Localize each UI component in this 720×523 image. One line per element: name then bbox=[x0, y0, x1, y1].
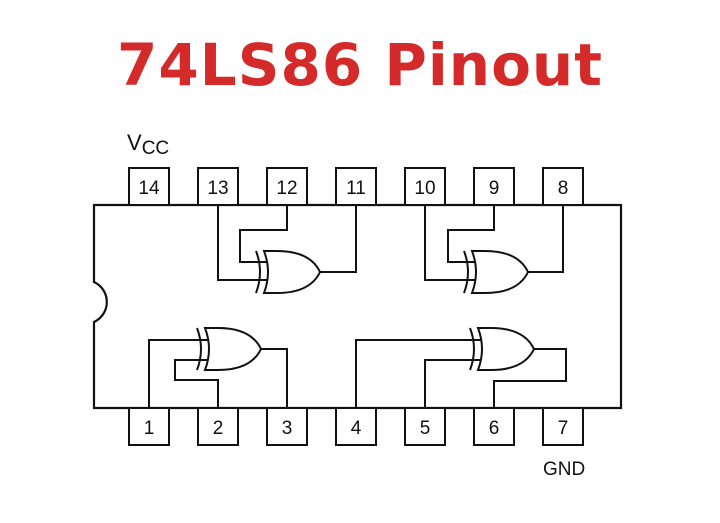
pin-13: 13 bbox=[197, 167, 239, 206]
wire-pin6 bbox=[493, 348, 567, 408]
wire-pin13 bbox=[217, 205, 267, 281]
xor-gate-4 bbox=[217, 205, 357, 294]
xor-gate-2 bbox=[355, 327, 567, 408]
wire-pin11 bbox=[320, 205, 357, 273]
top-pin-row: 14 13 12 11 10 9 8 bbox=[128, 167, 584, 206]
pin-6: 6 bbox=[473, 407, 515, 446]
pin-label: 4 bbox=[351, 418, 362, 439]
vcc-label: VCC bbox=[127, 130, 169, 159]
pin-12: 12 bbox=[266, 167, 308, 206]
pin-2: 2 bbox=[197, 407, 239, 446]
pin-label: 6 bbox=[489, 418, 500, 439]
pin-7: 7 bbox=[542, 407, 584, 446]
pin-14: 14 bbox=[128, 167, 170, 206]
gate-extra-curve bbox=[463, 250, 469, 294]
page-title: 74LS86 Pinout bbox=[117, 31, 603, 99]
pin-label: 13 bbox=[207, 178, 228, 199]
pin-label: 1 bbox=[144, 418, 155, 439]
pin-11: 11 bbox=[335, 167, 377, 206]
bottom-pin-row: 1 2 3 4 5 6 7 bbox=[128, 407, 584, 446]
pin-1: 1 bbox=[128, 407, 170, 446]
pin-9: 9 bbox=[473, 167, 515, 206]
ic-body bbox=[92, 203, 623, 410]
pin-4: 4 bbox=[335, 407, 377, 446]
pin-label: 5 bbox=[420, 418, 431, 439]
wire-pin8 bbox=[528, 205, 564, 273]
wire-pin5 bbox=[424, 359, 481, 408]
pin-label: 3 bbox=[282, 418, 293, 439]
wire-pin3 bbox=[261, 348, 288, 408]
pin-label: 10 bbox=[414, 178, 435, 199]
wire-pin1 bbox=[148, 339, 208, 408]
pin-3: 3 bbox=[266, 407, 308, 446]
gate-extra-curve bbox=[469, 327, 475, 371]
pin-label: 7 bbox=[558, 418, 569, 439]
gnd-label: GND bbox=[543, 459, 585, 480]
pin-5: 5 bbox=[404, 407, 446, 446]
wire-pin2 bbox=[174, 359, 219, 408]
pin-8: 8 bbox=[542, 167, 584, 206]
gate-extra-curve bbox=[255, 250, 261, 294]
wire-pin9 bbox=[447, 205, 495, 263]
pin-label: 2 bbox=[213, 418, 224, 439]
wire-pin4 bbox=[355, 339, 481, 408]
gate-extra-curve bbox=[196, 327, 202, 371]
pin-10: 10 bbox=[404, 167, 446, 206]
pin-label: 8 bbox=[558, 178, 569, 199]
pin-label: 9 bbox=[489, 178, 500, 199]
xor-gate-body bbox=[262, 250, 322, 294]
wire-pin10 bbox=[424, 205, 475, 281]
wire-pin12 bbox=[239, 205, 288, 263]
xor-gate-3 bbox=[424, 205, 564, 294]
xor-gate-1 bbox=[148, 327, 288, 408]
xor-gate-body bbox=[203, 327, 263, 371]
xor-gate-body bbox=[476, 327, 536, 371]
pin-label: 12 bbox=[276, 178, 297, 199]
pin-label: 11 bbox=[346, 178, 366, 199]
xor-gate-body bbox=[470, 250, 530, 294]
pin-label: 14 bbox=[138, 178, 160, 199]
